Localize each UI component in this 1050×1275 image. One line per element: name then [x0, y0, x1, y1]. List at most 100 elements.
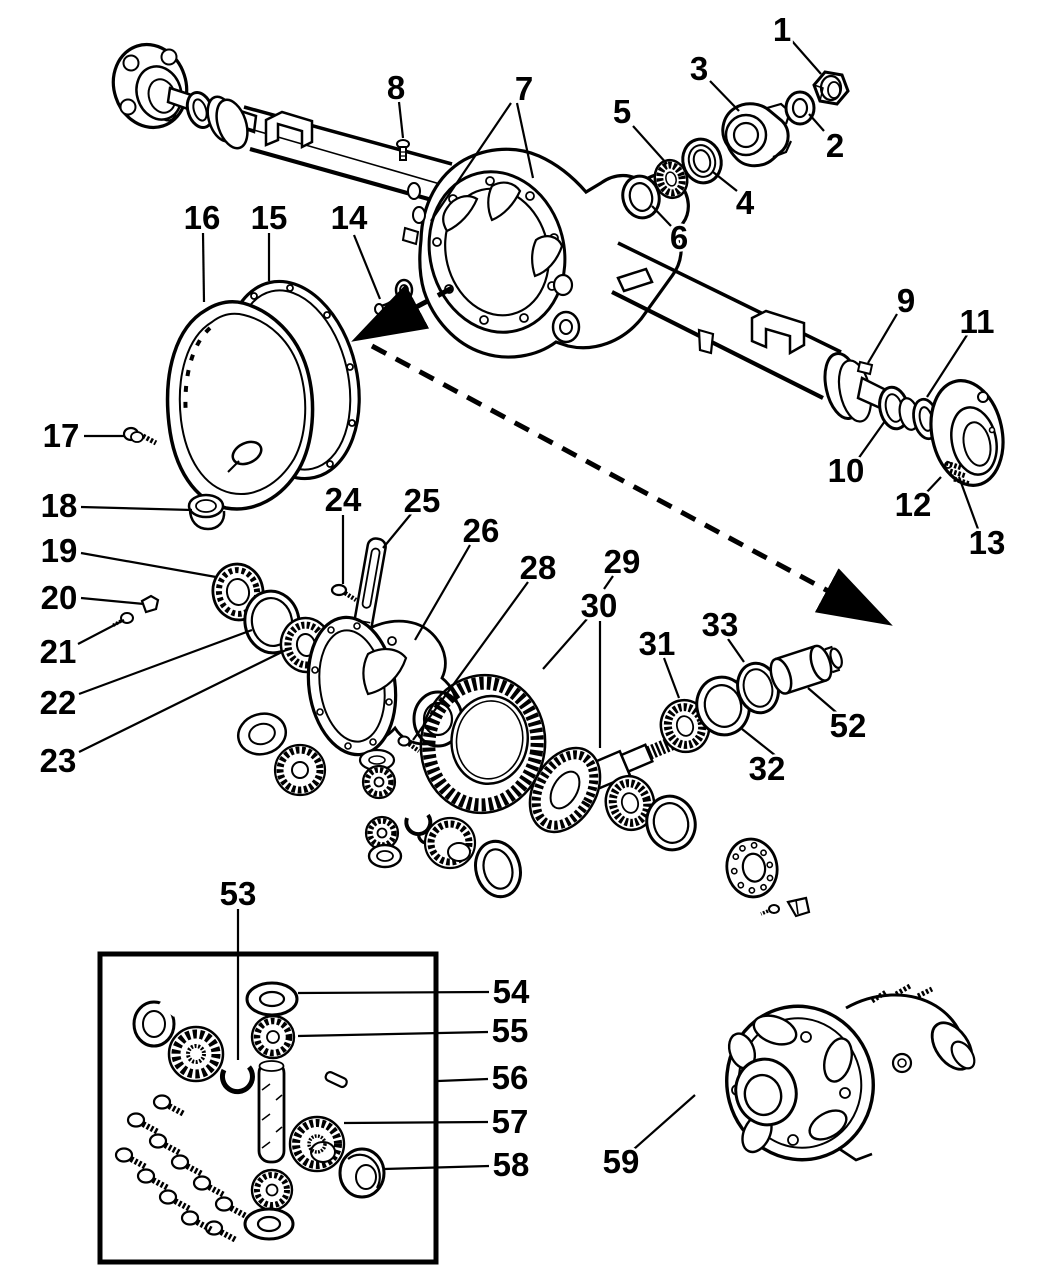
adjuster-screw — [330, 583, 348, 597]
callout-57: 57 — [492, 1103, 529, 1140]
leader-line-18 — [80, 505, 193, 512]
roll-pin — [324, 1071, 348, 1089]
callout-56: 56 — [492, 1059, 529, 1096]
callout-1: 1 — [773, 11, 791, 48]
callout-17: 17 — [43, 417, 80, 454]
callout-19: 19 — [41, 532, 78, 569]
leader-line-52 — [807, 687, 838, 714]
case-bolt — [397, 735, 411, 747]
callout-25: 25 — [404, 482, 441, 519]
brake-line-clip — [856, 360, 874, 376]
leader-line-25 — [382, 513, 412, 549]
callout-59: 59 — [603, 1143, 640, 1180]
callout-5: 5 — [613, 93, 631, 130]
right-axle-end — [856, 376, 1005, 487]
leader-line-57 — [343, 1120, 489, 1125]
callout-8: 8 — [387, 69, 405, 106]
callout-29: 29 — [604, 543, 641, 580]
leader-line-19 — [80, 551, 217, 579]
callout-31: 31 — [639, 625, 676, 662]
callout-16: 16 — [184, 199, 221, 236]
leader-line-55 — [297, 1030, 489, 1038]
leader-lines — [77, 40, 980, 1171]
callout-15: 15 — [251, 199, 288, 236]
callout-2: 2 — [826, 127, 844, 164]
callout-53: 53 — [220, 875, 257, 912]
leader-line-54 — [297, 990, 490, 995]
wheel-studs — [945, 460, 971, 487]
leader-line-26 — [414, 544, 471, 641]
install-arrow — [351, 284, 454, 342]
leader-line-3 — [709, 80, 740, 112]
callout-10: 10 — [828, 452, 865, 489]
leader-line-13 — [957, 476, 980, 530]
axle-housing — [243, 105, 874, 423]
inset-kit-contents — [114, 981, 386, 1243]
leader-line-23 — [78, 648, 289, 753]
leader-line-10 — [857, 420, 886, 460]
callout-7: 7 — [515, 70, 533, 107]
callout-13: 13 — [969, 524, 1006, 561]
callout-18: 18 — [41, 487, 78, 524]
collapsible-spacer — [769, 644, 843, 695]
leader-line-6 — [651, 205, 672, 227]
pinion-outer-stack — [621, 70, 850, 220]
ring-gear-bolts — [114, 1094, 248, 1243]
leader-line-8 — [397, 101, 405, 139]
assembled-differential — [725, 983, 976, 1162]
spring-seat-left — [264, 110, 314, 150]
leader-line-11 — [926, 334, 968, 398]
callout-22: 22 — [40, 684, 77, 721]
callout-24: 24 — [325, 481, 362, 518]
leader-line-30 — [542, 618, 588, 670]
leader-line-58 — [383, 1164, 490, 1171]
callout-26: 26 — [463, 512, 500, 549]
leader-line-1 — [791, 40, 822, 75]
callout-55: 55 — [492, 1012, 529, 1049]
tiny-screw — [768, 904, 780, 914]
pinion-flange-disc — [725, 837, 779, 899]
leader-line-33 — [727, 638, 745, 663]
left-axle-shaft-assembly — [111, 42, 258, 150]
callout-54: 54 — [493, 973, 530, 1010]
install-arrow — [370, 343, 893, 626]
ring-gear — [419, 673, 547, 815]
callout-20: 20 — [41, 579, 78, 616]
leader-line-59 — [633, 1094, 696, 1150]
callout-6: 6 — [670, 219, 688, 256]
leader-line-2 — [808, 113, 825, 132]
callout-30: 30 — [581, 587, 618, 624]
leader-line-28 — [412, 581, 529, 741]
leader-line-32 — [741, 728, 777, 757]
leader-line-31 — [662, 657, 681, 699]
callout-14: 14 — [331, 199, 368, 236]
pinion-gear-head — [528, 746, 602, 834]
leader-line-7 — [515, 102, 535, 179]
kit-c-clip — [219, 1065, 255, 1095]
callout-32: 32 — [749, 750, 786, 787]
leader-line-5 — [632, 125, 668, 165]
callout-12: 12 — [895, 486, 932, 523]
callout-11: 11 — [960, 303, 995, 340]
callout-9: 9 — [897, 282, 915, 319]
carrier-bearing-parts — [111, 562, 333, 674]
leader-line-21 — [77, 619, 125, 645]
tube-notch — [616, 267, 654, 293]
cover-hardware — [122, 426, 226, 531]
callout-21: 21 — [40, 633, 77, 670]
leader-line-4 — [712, 171, 738, 192]
leader-line-16 — [201, 232, 206, 303]
leader-line-9 — [867, 313, 898, 364]
leader-line-14 — [352, 234, 382, 300]
install-direction-arrows — [351, 284, 893, 626]
axle-clip — [140, 594, 160, 614]
leader-line-29 — [603, 575, 614, 590]
callout-33: 33 — [702, 606, 739, 643]
bearing-retainer — [215, 98, 249, 150]
inset-box-outline — [97, 951, 439, 1265]
lower-gear-cluster — [364, 813, 522, 899]
differential-case — [306, 615, 464, 757]
tiny-clip — [786, 896, 811, 918]
